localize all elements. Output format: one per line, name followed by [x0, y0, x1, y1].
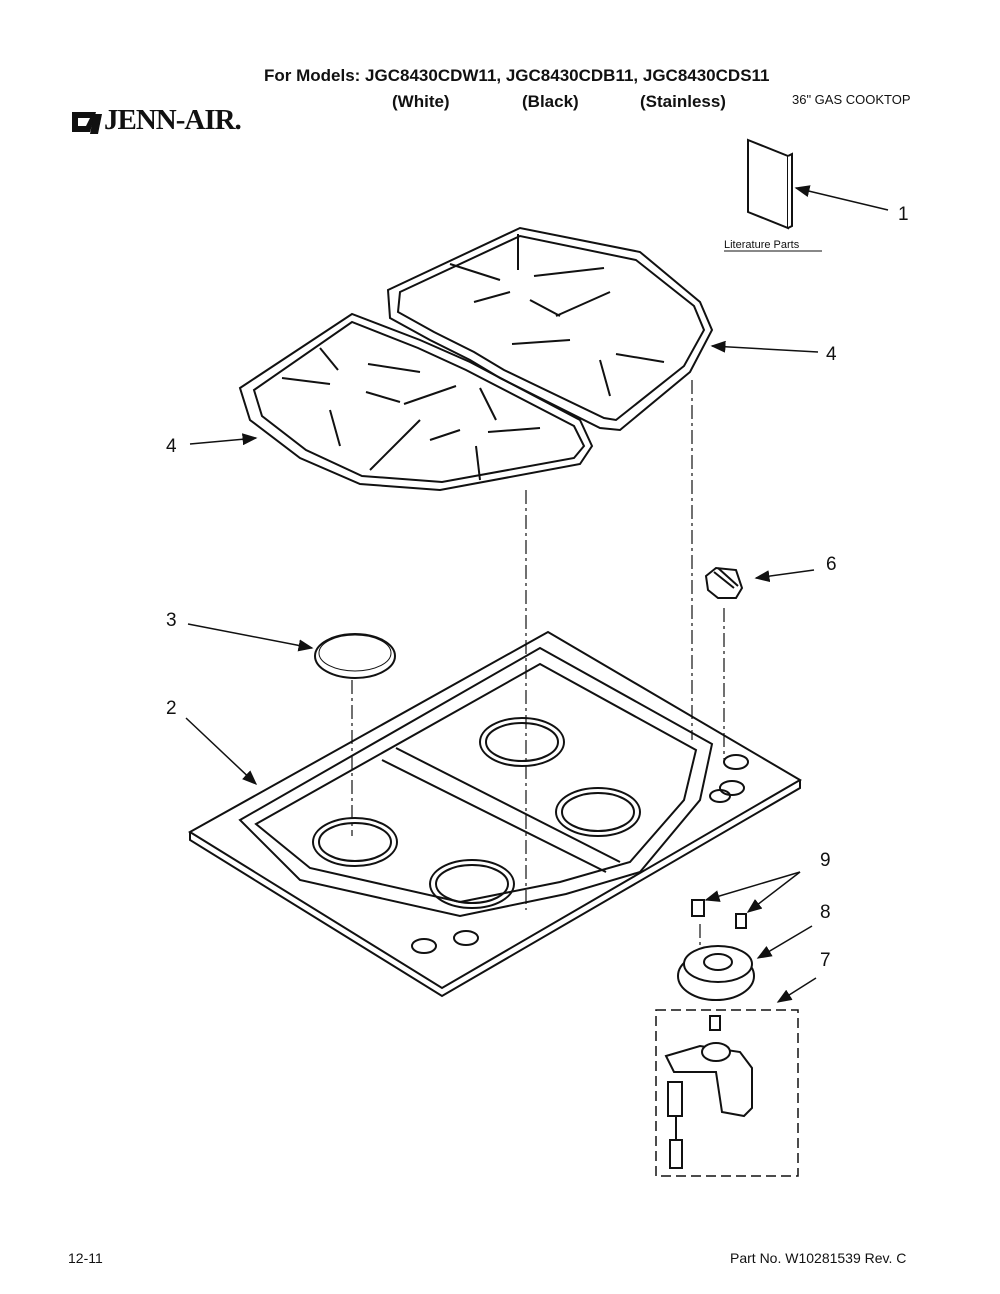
color-white: (White)	[392, 92, 450, 111]
grate-left	[238, 312, 594, 492]
jenn-air-logo: JENN-AIR.	[70, 104, 275, 140]
alignment-lines	[351, 380, 725, 960]
cooktop-main-top	[188, 630, 802, 998]
models-line: For Models: JGC8430CDW11, JGC8430CDB11, …	[264, 66, 770, 85]
callout-4-left: 4	[166, 436, 177, 457]
literature-label: Literature Parts	[724, 239, 800, 251]
jenn-air-mark-icon	[72, 112, 102, 134]
callout-4-right: 4	[826, 344, 837, 365]
color-stainless: (Stainless)	[640, 92, 726, 111]
color-black: (Black)	[522, 92, 579, 111]
valve-assembly	[664, 1015, 753, 1169]
footer-date: 12-11	[68, 1250, 103, 1266]
callout-1: 1	[898, 204, 909, 225]
callout-7: 7	[820, 950, 831, 971]
cooktop-burners	[312, 717, 749, 954]
screws	[691, 899, 747, 929]
product-title: 36" GAS COOKTOP	[792, 92, 911, 107]
callout-9: 9	[820, 850, 831, 871]
burner-knob	[704, 566, 744, 599]
callout-6: 6	[826, 554, 837, 575]
footer-part-number: Part No. W10281539 Rev. C	[730, 1250, 907, 1266]
callout-8: 8	[820, 902, 831, 923]
burner-cap	[314, 633, 396, 679]
burner-cap-rim	[318, 634, 392, 672]
grate-right	[386, 226, 714, 432]
callout-3: 3	[166, 610, 177, 631]
leader-arrows	[185, 185, 889, 1003]
burner-base	[677, 945, 755, 1001]
literature-booklet	[747, 138, 793, 230]
valve-assembly-box	[655, 1009, 799, 1177]
logo-text: JENN-AIR.	[104, 104, 242, 136]
callout-2: 2	[166, 698, 177, 719]
